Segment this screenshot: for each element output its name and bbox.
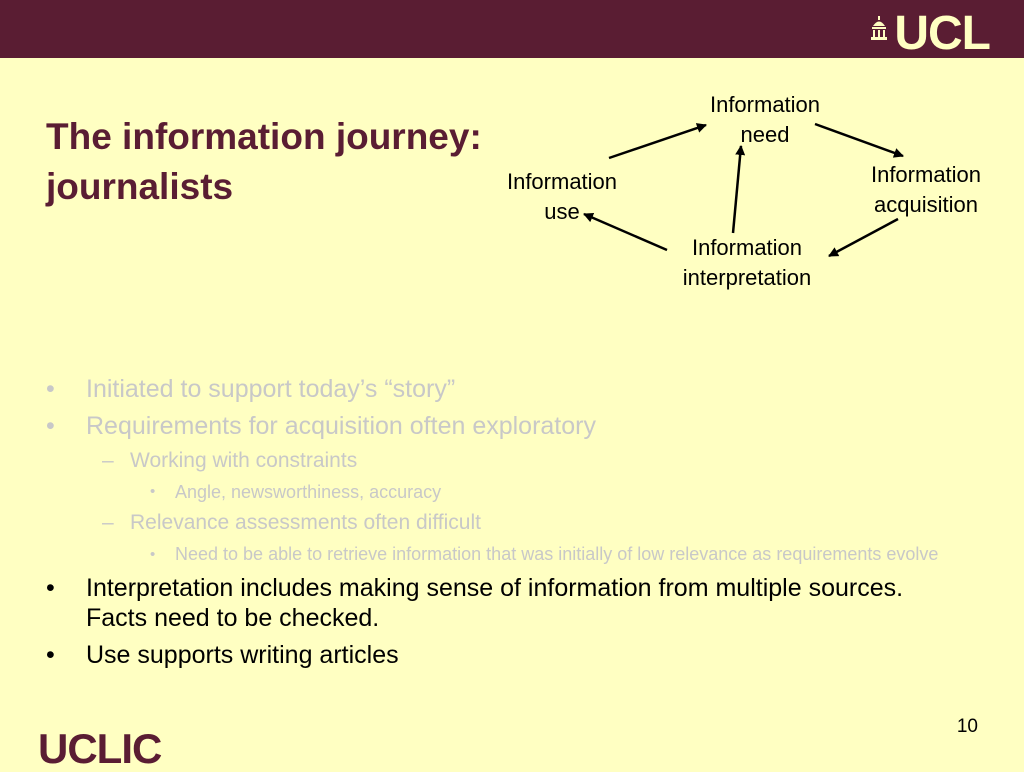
bullet-item: Requirements for acquisition often explo… (46, 411, 966, 441)
node-use-line1: Information (506, 169, 618, 194)
arrow-acquisition-to-interpretation (828, 217, 899, 258)
arrow-interpretation-to-need (731, 145, 746, 234)
bullet-item: Interpretation includes making sense of … (46, 573, 906, 633)
sub-bullet-item: Working with constraints (46, 448, 966, 474)
sub-sub-bullet-item: Need to be able to retrieve information … (46, 542, 975, 567)
header-bar: UCL (0, 0, 1024, 58)
bullet-list: Initiated to support today’s “story” Req… (46, 374, 966, 677)
node-use-line2: use (544, 199, 580, 224)
slide-title: The information journey: journalists (46, 112, 606, 212)
slide-title-line2: journalists (46, 166, 234, 207)
sub-sub-bullet-item: Angle, newsworthiness, accuracy (46, 480, 966, 504)
sub-bullet-item: Relevance assessments often difficult (46, 510, 966, 536)
slide-title-line1: The information journey: (46, 116, 482, 157)
node-interpretation-line2: interpretation (682, 265, 812, 290)
node-need-line2: need (740, 122, 790, 147)
bullet-item: Use supports writing articles (46, 640, 966, 670)
uclic-logo: UCLIC (38, 725, 162, 772)
node-interpretation-line1: Information (691, 235, 803, 260)
node-acquisition-line2: acquisition (874, 192, 978, 217)
bullet-item: Initiated to support today’s “story” (46, 374, 966, 404)
node-information-interpretation: Information interpretation (661, 233, 833, 293)
node-information-use: Information use (486, 167, 638, 227)
ucl-portico-icon (871, 16, 888, 40)
node-information-need: Information need (689, 90, 841, 150)
node-information-acquisition: Information acquisition (850, 160, 1002, 220)
ucl-logo-text: UCL (894, 7, 991, 60)
page-number: 10 (956, 716, 978, 737)
node-acquisition-line1: Information (870, 162, 982, 187)
node-need-line1: Information (709, 92, 821, 117)
ucl-logo: UCL (870, 7, 991, 60)
